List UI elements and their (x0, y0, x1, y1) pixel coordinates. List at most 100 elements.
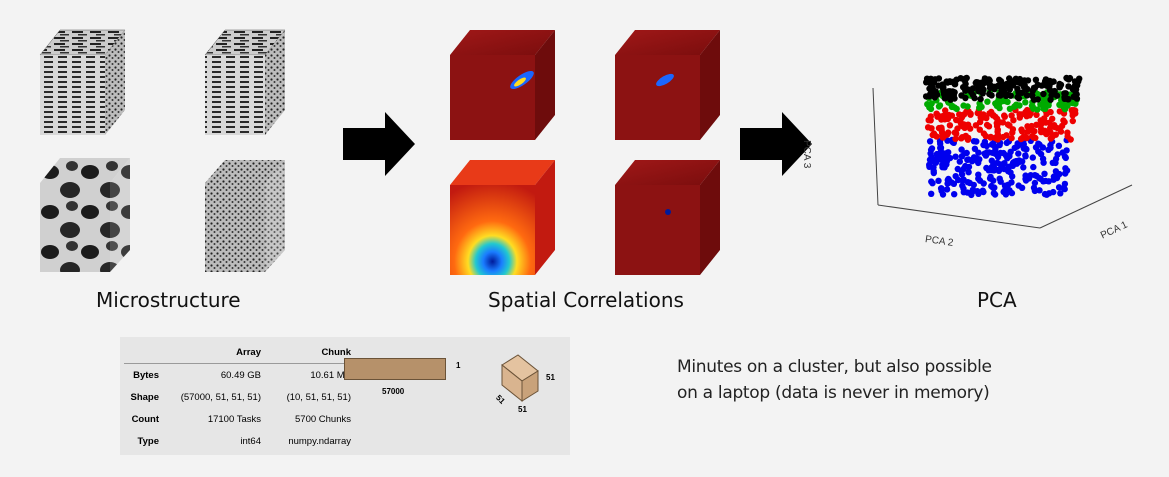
pca-point (935, 103, 943, 110)
pca-point (942, 107, 949, 114)
pca-point (1043, 129, 1050, 137)
pca-point (1034, 106, 1041, 113)
pca-point (992, 145, 999, 152)
pca-point (970, 181, 977, 189)
pca-point (976, 126, 983, 133)
pca-point (974, 79, 981, 86)
pca-point (980, 86, 987, 93)
pca-point (1022, 153, 1029, 160)
pca-point (946, 122, 954, 129)
pca-point (1064, 133, 1071, 140)
pca-point (927, 146, 935, 154)
pca-point (996, 141, 1003, 149)
pca-point (961, 124, 968, 131)
pca-point (1001, 112, 1008, 119)
pca-point (958, 92, 965, 99)
pca-point (960, 111, 968, 118)
pca-point (1047, 142, 1054, 149)
pca-point (1036, 141, 1043, 148)
note-text: Minutes on a cluster, but also possible … (677, 354, 1097, 406)
pca-point (969, 85, 977, 92)
pca-point (1061, 153, 1069, 160)
pca-point (937, 144, 944, 152)
pca-point (1004, 181, 1012, 188)
pca-point (1014, 85, 1021, 93)
pca-point (1020, 164, 1027, 171)
pca-point (1008, 82, 1015, 89)
pca-point (1034, 96, 1042, 103)
pca-point (986, 175, 994, 182)
pca-point (975, 190, 982, 197)
pca-point (950, 180, 958, 187)
pca-point (1016, 158, 1023, 165)
pca-point (959, 182, 966, 189)
correlation-cube-1 (450, 30, 555, 140)
pca-point (1040, 178, 1047, 185)
pca-point (950, 92, 957, 99)
array-value: 17100 Tasks (207, 413, 261, 425)
pca-point (971, 145, 979, 152)
pca-point (988, 157, 995, 164)
pca-point (1024, 123, 1031, 130)
pca-point (965, 169, 972, 176)
pca-point (1003, 132, 1010, 139)
pca-point (944, 114, 951, 121)
bar-height-label: 1 (456, 361, 461, 370)
pca-point (1056, 108, 1064, 115)
dask-array-panel: Array Chunk Bytes 60.49 GB 10.61 MB Shap… (120, 337, 570, 455)
pca-point (1023, 146, 1030, 153)
pca-point (923, 75, 931, 82)
caption-microstructure: Microstructure (96, 288, 241, 312)
pca-point (1030, 184, 1038, 191)
correlation-cube-3 (450, 160, 555, 275)
pca-point (1031, 179, 1039, 187)
pca-axis-label-z: PCA 3 (801, 140, 812, 169)
pca-point (924, 124, 932, 131)
pca-point (937, 185, 945, 192)
pca-point (1062, 165, 1069, 172)
pca-point (1039, 155, 1047, 162)
pca-point (1041, 190, 1049, 198)
chunk-value: 10.61 MB (310, 369, 351, 381)
pca-point (997, 178, 1004, 185)
pca-point (1033, 111, 1040, 119)
table-row: Type int64 numpy.ndarray (124, 430, 356, 452)
pca-point (939, 134, 947, 141)
pca-point (1000, 149, 1007, 157)
pca-point (980, 180, 987, 187)
pca-point (960, 189, 967, 196)
microstructure-cube-1 (39, 29, 126, 135)
row-label: Count (131, 413, 159, 425)
pca-point (985, 76, 993, 83)
pca-point (1042, 80, 1050, 87)
pca-scatter (922, 74, 1083, 199)
pca-point (965, 108, 972, 115)
pca-point (953, 76, 960, 83)
pca-point (1007, 169, 1014, 176)
pca-point (937, 125, 944, 133)
pca-point (1023, 113, 1030, 120)
pca-point (1004, 121, 1012, 128)
pca-point (964, 103, 971, 110)
pca-point (1064, 75, 1071, 82)
pca-point (928, 100, 935, 107)
pca-point (929, 180, 936, 187)
table-row: Bytes 60.49 GB 10.61 MB (124, 364, 356, 387)
pca-point (943, 186, 951, 193)
pca-point (988, 108, 995, 116)
pca-point (970, 154, 978, 161)
pca-point (987, 134, 994, 141)
pca-point (973, 138, 980, 145)
pca-point (984, 98, 991, 105)
pca-point (1049, 88, 1056, 95)
pca-point (1029, 87, 1037, 94)
pca-point (946, 88, 954, 95)
pca-point (1061, 185, 1068, 193)
array-value: int64 (240, 435, 261, 447)
pca-point (1023, 134, 1031, 142)
pca-point (977, 95, 984, 103)
pca-point (944, 137, 951, 144)
pca-point (955, 176, 962, 184)
pca-point (967, 125, 974, 132)
